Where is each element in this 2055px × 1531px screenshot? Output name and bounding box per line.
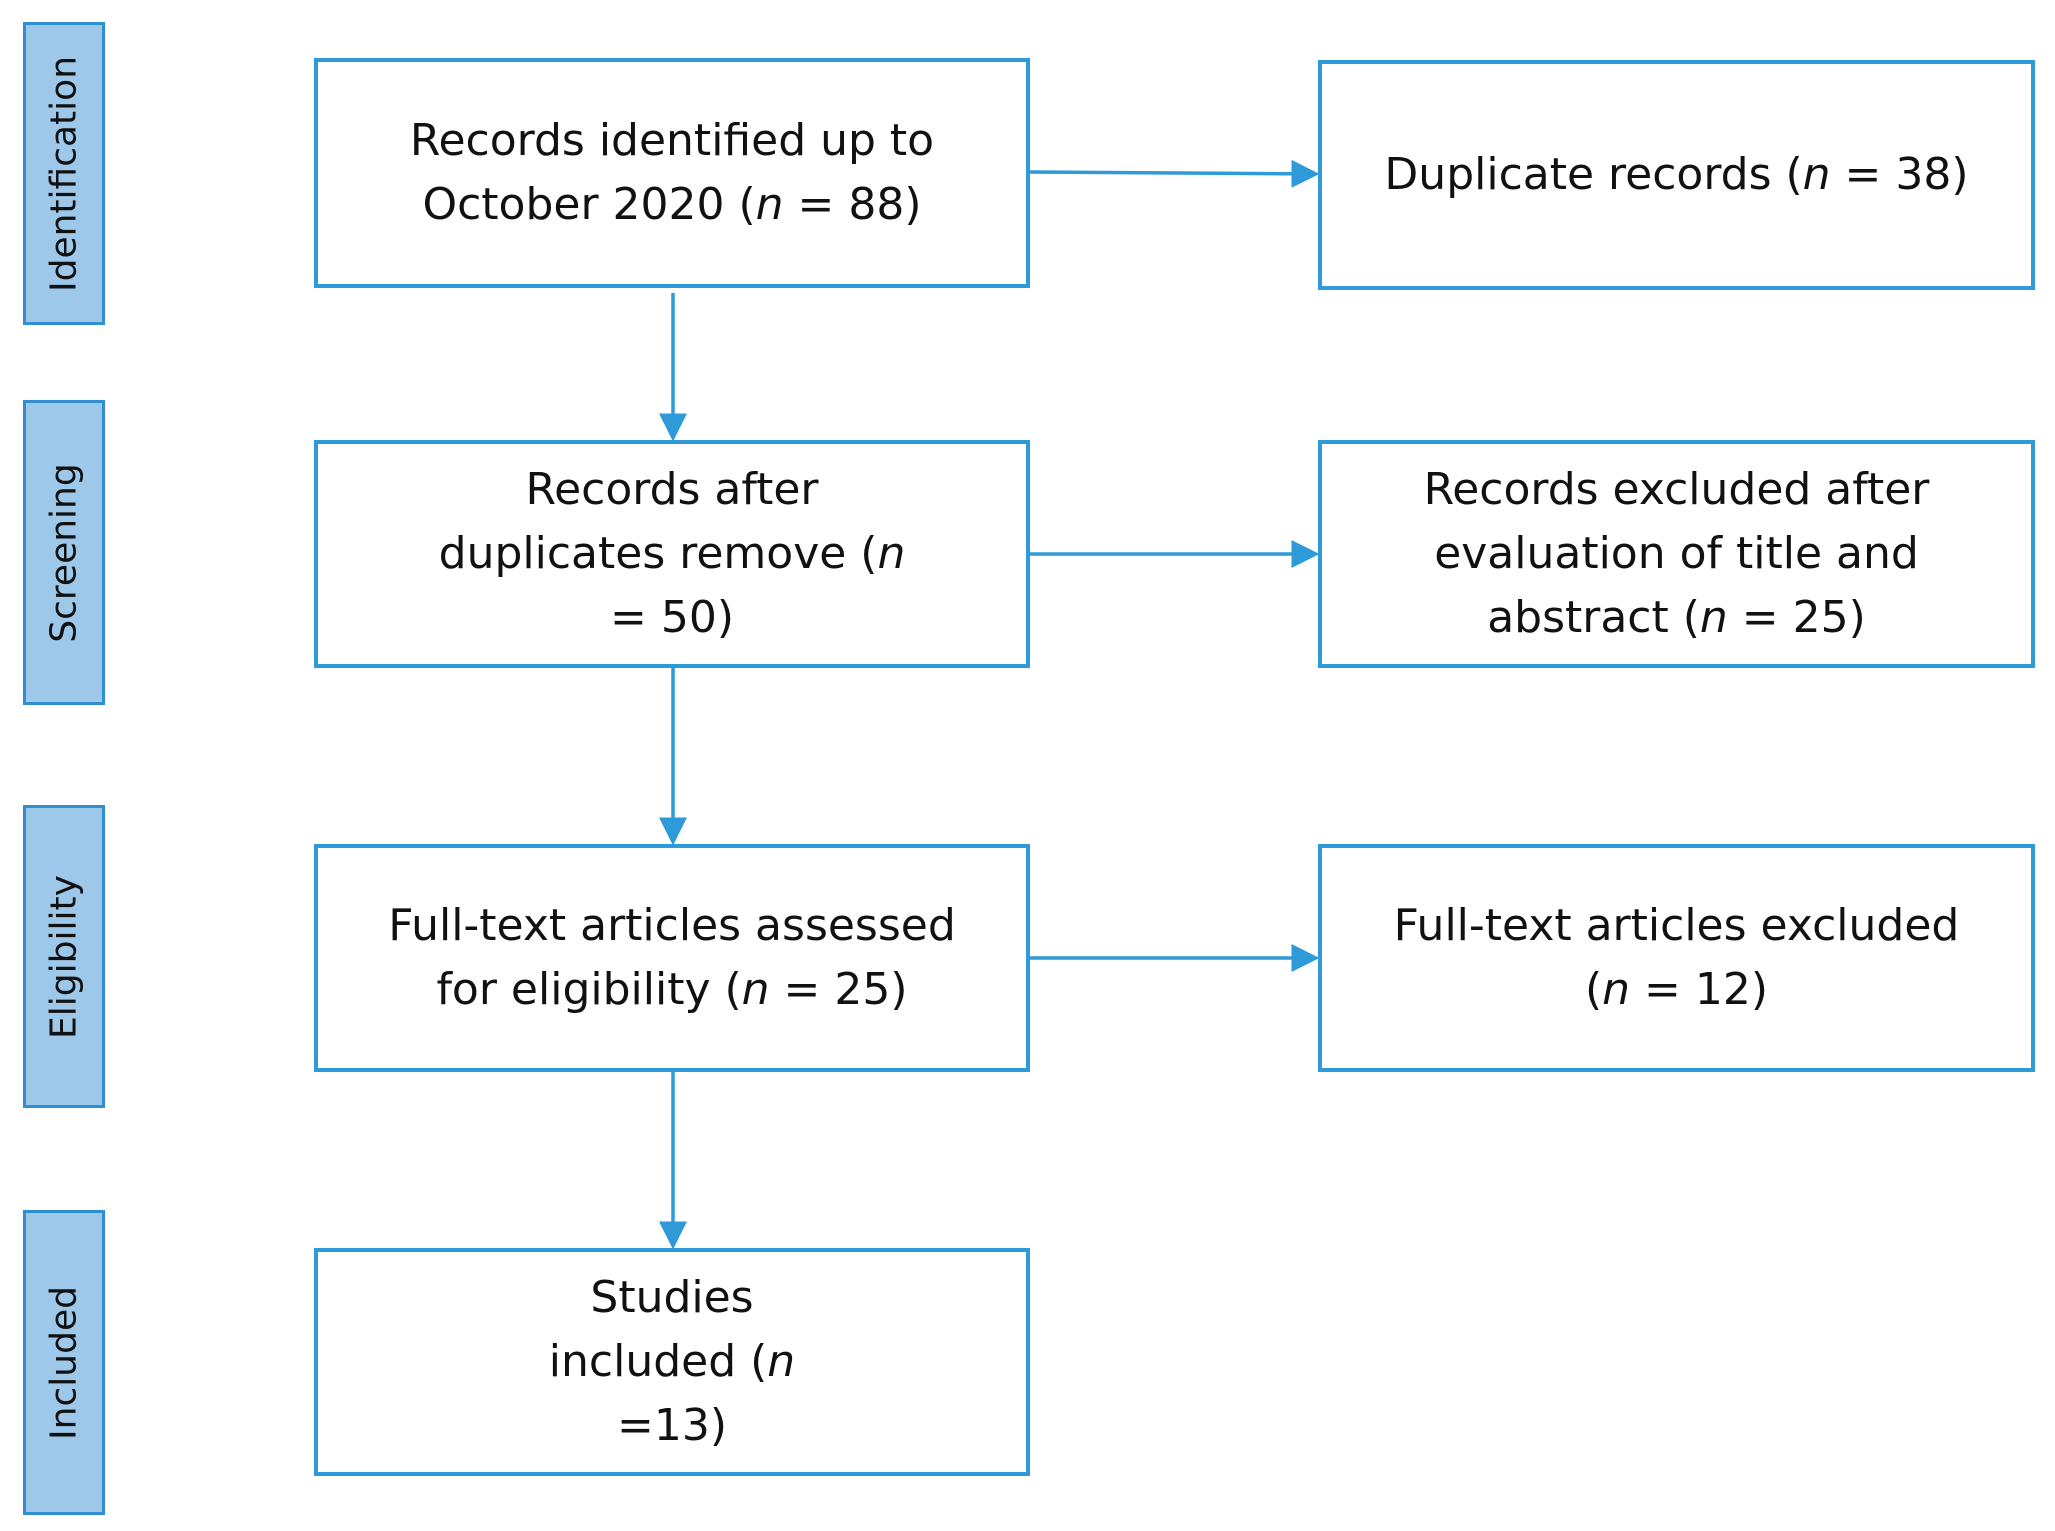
- box-after-duplicates: Records after duplicates remove (n = 50): [314, 440, 1030, 668]
- stage-included: Included: [23, 1210, 105, 1515]
- box-excluded-title-abstract: Records excluded after evaluation of tit…: [1318, 440, 2035, 668]
- stage-eligibility: Eligibility: [23, 805, 105, 1108]
- box-records-identified: Records identified up to October 2020 (n…: [314, 58, 1030, 288]
- box-studies-included: Studies included (n =13): [314, 1248, 1030, 1476]
- box-duplicate-records: Duplicate records (n = 38): [1318, 60, 2035, 290]
- arrow-identified-to-duplicates: [1029, 159, 1320, 188]
- stage-identification: Identification: [23, 22, 105, 325]
- box-fulltext-assessed: Full-text articles assessed for eligibil…: [314, 844, 1030, 1072]
- stage-screening: Screening: [23, 400, 105, 705]
- box-fulltext-excluded: Full-text articles excluded (n = 12): [1318, 844, 2035, 1072]
